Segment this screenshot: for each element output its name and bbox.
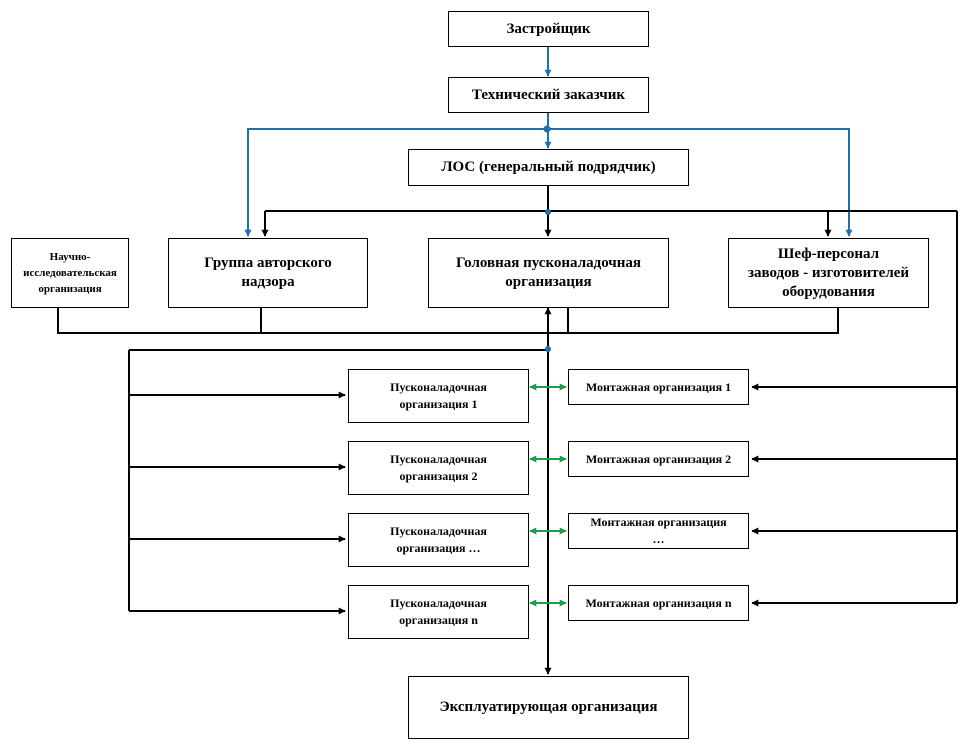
node-label: Застройщик [506,20,591,37]
node-commissioning-2: Пусконаладочная организация 2 [348,441,529,495]
link-customer-to-chief-personnel [548,128,853,237]
node-commissioning-3: Пусконаладочная организация … [348,513,529,567]
junction-dot [543,125,551,133]
node-label: Пусконаладочная организация 1 [390,380,487,411]
node-label: Монтажная организация 1 [585,379,732,394]
node-label: Пусконаладочная организация … [390,524,487,555]
node-label: ЛОС (генеральный подрядчик) [441,159,656,175]
node-label: Монтажная организация 2 [585,451,732,466]
node-label: Монтажная организация … [590,515,727,546]
node-label: Технический заказчик [471,86,626,103]
node-research-org: Научно- исследовательская организация [11,238,129,308]
node-commissioning-n: Пусконаладочная организация n [348,585,529,639]
junction-dot [545,209,551,215]
node-operating-org: Эксплуатирующая организация [408,676,689,739]
node-label: Научно- исследовательская организация [23,251,117,295]
node-lead-commissioning: Головная пусконаладочная организация [428,238,669,308]
link-customer-to-author-supervision [244,128,548,237]
node-label: Головная пусконаладочная организация [455,255,642,290]
junction-dot [545,346,551,352]
node-author-supervision: Группа авторского надзора [168,238,368,308]
black-links [57,186,958,675]
node-commissioning-1: Пусконаладочная организация 1 [348,369,529,423]
node-chief-personnel: Шеф-персонал заводов - изготовителей обо… [728,238,929,308]
node-installation-1: Монтажная организация 1 [568,369,749,405]
blue-links [244,47,853,237]
node-label: Группа авторского надзора [204,255,332,290]
node-installation-3: Монтажная организация … [568,513,749,549]
node-label: Эксплуатирующая организация [439,699,658,715]
node-label: Пусконаладочная организация n [390,596,487,627]
node-label: Шеф-персонал заводов - изготовителей обо… [747,245,910,300]
node-label: Монтажная организация n [585,595,732,610]
node-general-contractor: ЛОС (генеральный подрядчик) [408,149,689,186]
green-links [529,383,567,607]
node-installation-2: Монтажная организация 2 [568,441,749,477]
node-installation-n: Монтажная организация n [568,585,749,621]
node-developer: Застройщик [448,11,649,47]
node-technical-customer: Технический заказчик [448,77,649,113]
node-label: Пусконаладочная организация 2 [390,452,487,483]
